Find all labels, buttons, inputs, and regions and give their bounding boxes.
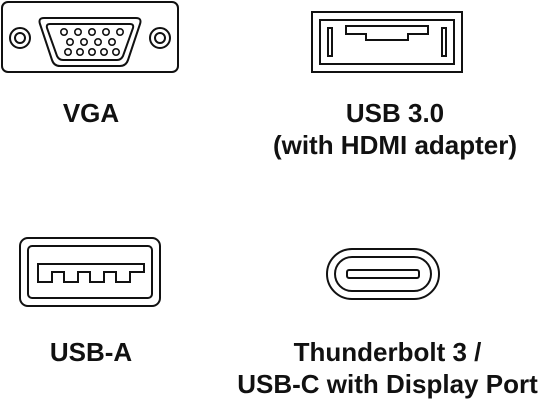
vga-label: VGA — [0, 97, 182, 129]
usb3-label-line: USB 3.0 — [345, 98, 445, 128]
vga-pin-hole — [100, 47, 109, 56]
vga-pin-hole — [108, 37, 117, 46]
vga-pin-hole — [76, 47, 85, 56]
usb-c-label-line: Thunderbolt 3 / — [293, 337, 482, 367]
usb-c-label: Thunderbolt 3 / USB-C with Display Port — [225, 336, 550, 400]
usb3-port-icon — [311, 11, 463, 73]
usb3-label-line: (with HDMI adapter) — [272, 130, 518, 160]
vga-pin-hole — [116, 27, 125, 36]
vga-pin-hole — [102, 27, 111, 36]
usb-a-label: USB-A — [0, 336, 182, 368]
usb-a-port-icon — [19, 237, 161, 307]
vga-port-icon — [1, 1, 179, 73]
vga-pin-hole — [59, 27, 68, 36]
vga-pin-hole — [94, 37, 103, 46]
usb3-label: USB 3.0 (with HDMI adapter) — [260, 97, 530, 161]
vga-pin-hole — [88, 27, 97, 36]
usb-c-label-line: USB-C with Display Port — [237, 369, 538, 399]
usb-a-label-line: USB-A — [49, 337, 133, 367]
vga-pin-hole — [66, 37, 75, 46]
vga-pin-hole — [64, 47, 73, 56]
vga-pin-hole — [80, 37, 89, 46]
vga-pin-hole — [112, 47, 121, 56]
vga-label-line: VGA — [62, 98, 120, 128]
usb-c-port-icon — [326, 248, 440, 300]
vga-pin-hole — [88, 47, 97, 56]
vga-pin-hole — [74, 27, 83, 36]
